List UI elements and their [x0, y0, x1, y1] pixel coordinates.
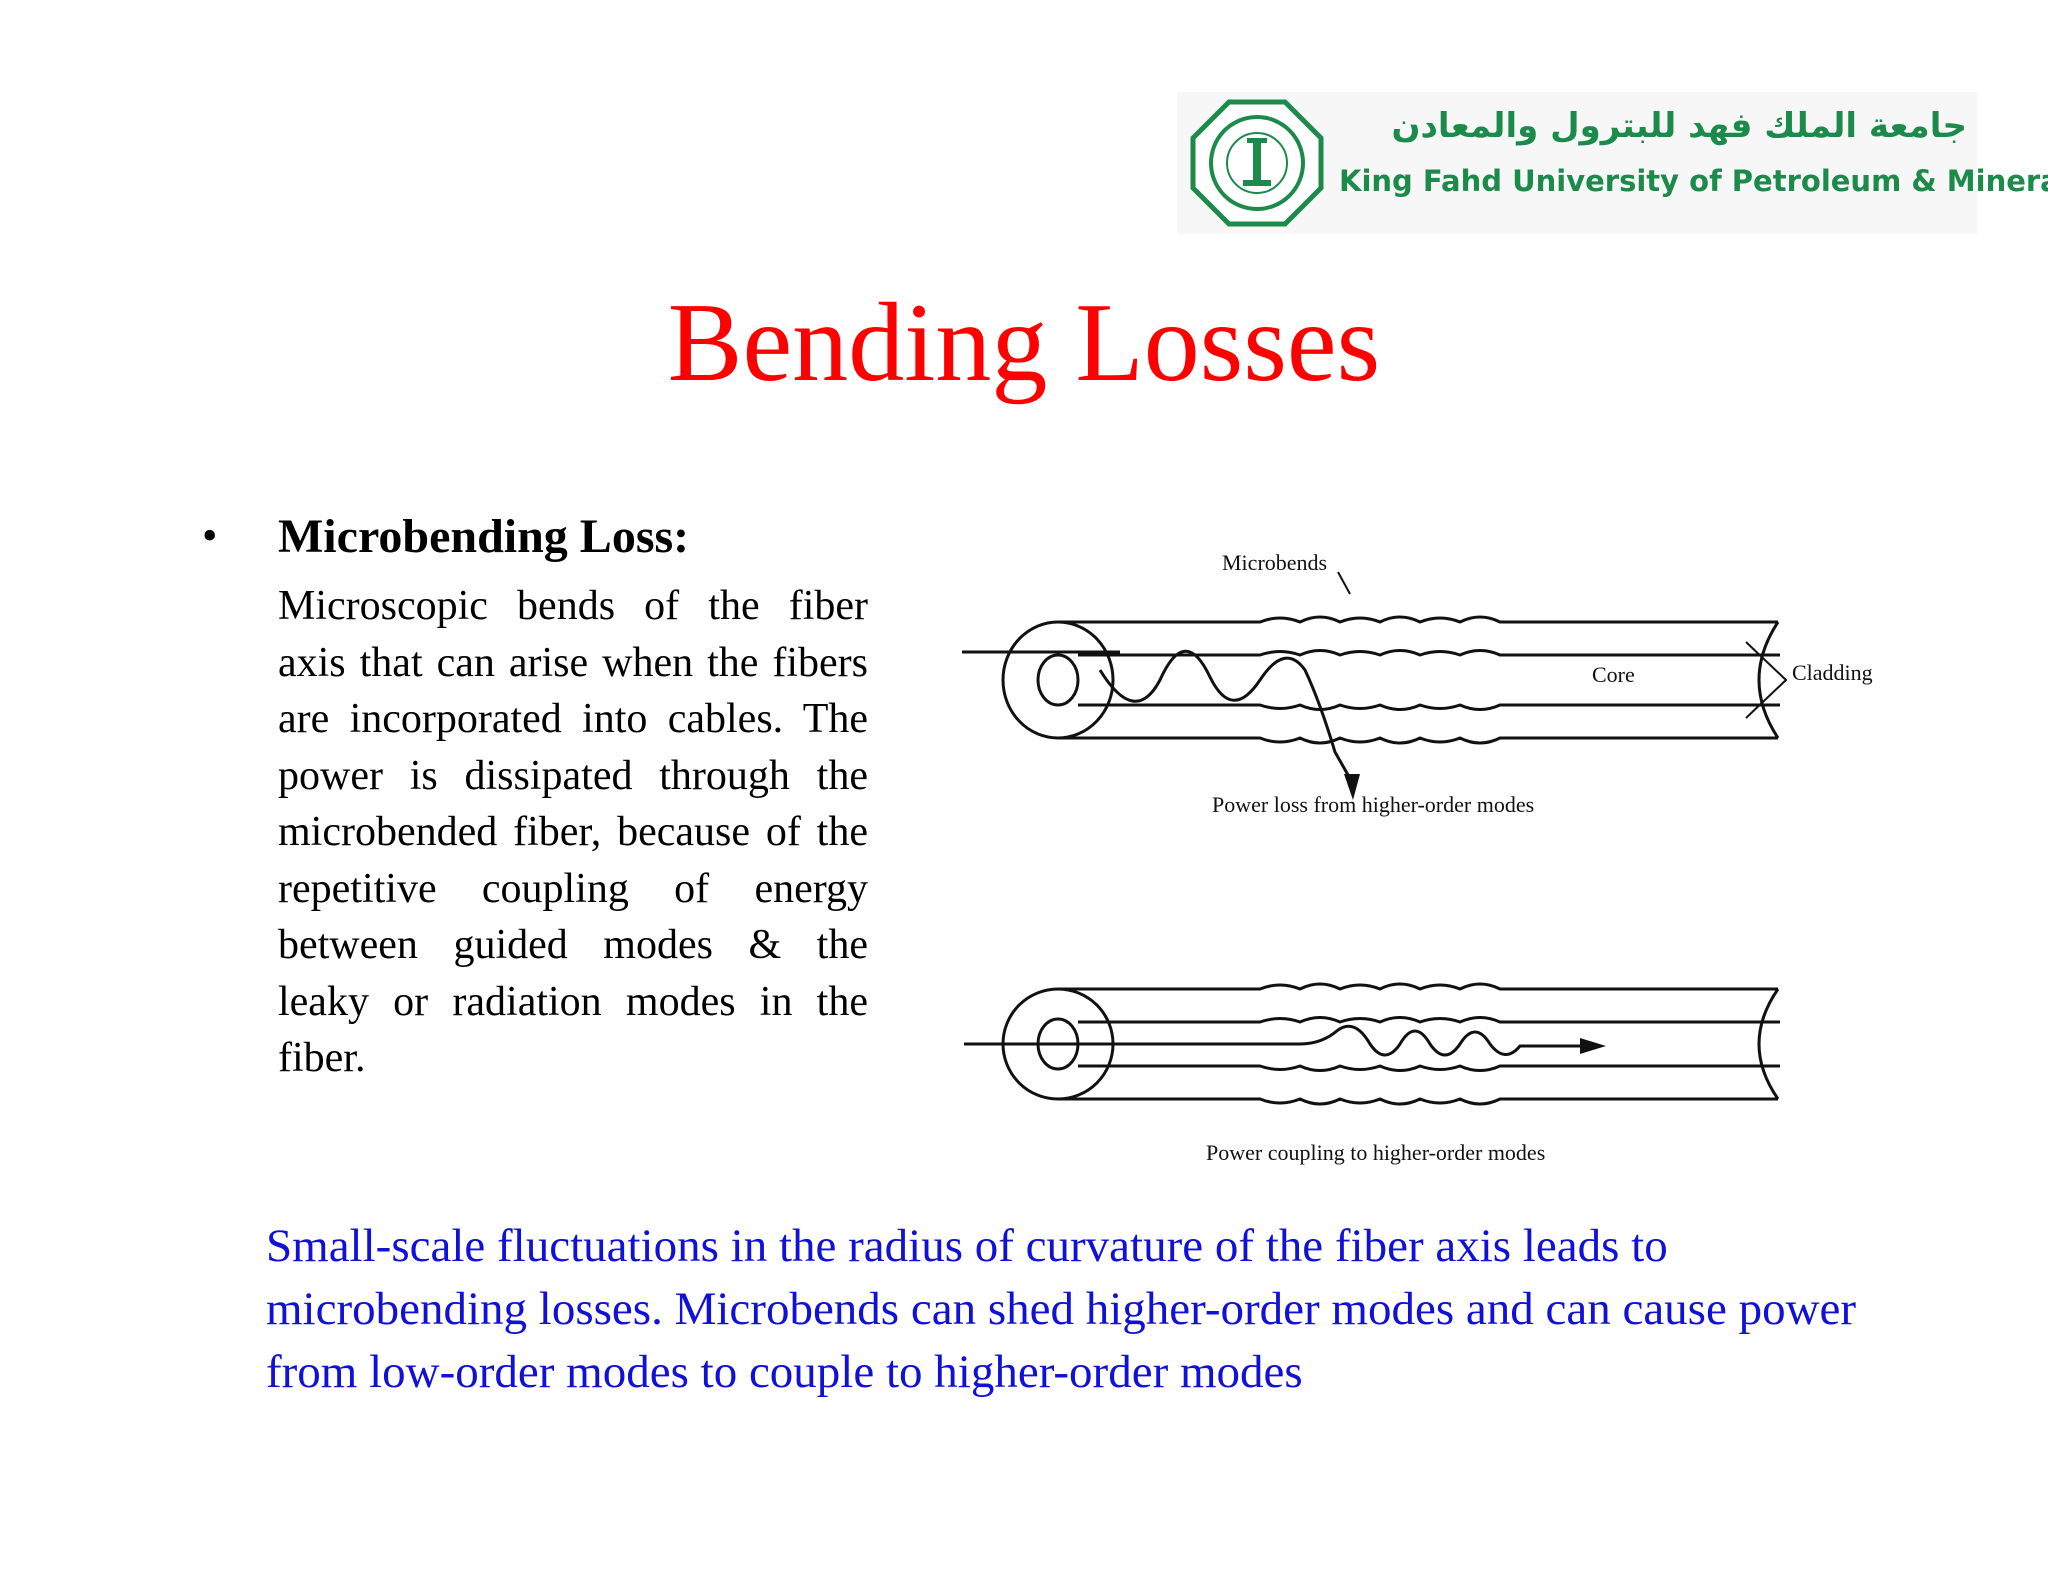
cladding-bottom-edge [1058, 736, 1778, 745]
university-logo: جامعة الملك فهد للبترول والمعادن King Fa… [1177, 92, 2048, 234]
core-bottom-edge [1078, 703, 1780, 711]
core-label: Core [1592, 662, 1635, 687]
summary-paragraph: Small-scale fluctuations in the radius o… [266, 1220, 1857, 1398]
right-end-cap [1757, 988, 1780, 1100]
coupled-ray [964, 1024, 1590, 1057]
loss-arrowhead [1344, 774, 1360, 800]
cladding-label: Cladding [1792, 660, 1873, 685]
bullet-marker: • [202, 511, 218, 560]
microbends-label: Microbends [1222, 552, 1327, 575]
cladding-pointer [1745, 641, 1788, 719]
cladding-bottom-edge [1058, 1097, 1778, 1106]
microbends-pointer [1337, 571, 1351, 595]
top-diagram-caption: Power loss from higher-order modes [1212, 792, 1534, 817]
mode-coupling-diagram: Power coupling to higher-order modes [964, 982, 1780, 1165]
logo-arabic-name: جامعة الملك فهد للبترول والمعادن [1391, 106, 1967, 146]
escaping-ray [1098, 649, 1354, 783]
core-end-ring [1036, 653, 1080, 707]
cladding-top-edge [1058, 615, 1778, 624]
microbend-loss-diagram: Microbends Core Cladding Power loss from… [962, 552, 1873, 817]
core-top-edge [1078, 649, 1780, 657]
bottom-diagram-caption: Power coupling to higher-order modes [1206, 1140, 1545, 1165]
body-paragraph: Microscopic bends of the fiber axis that… [278, 583, 868, 1081]
cladding-end-ring [1001, 620, 1115, 740]
university-seal-icon [1190, 99, 1324, 227]
section-heading: Microbending Loss: [278, 510, 690, 563]
core-bottom-edge [1078, 1064, 1780, 1072]
slide-title: Bending Losses [667, 281, 1381, 405]
right-end-cap [1757, 621, 1780, 739]
cladding-top-edge [1058, 982, 1778, 991]
coupling-arrowhead [1580, 1038, 1606, 1054]
logo-english-name: King Fahd University of Petroleum & Mine… [1339, 164, 2048, 198]
core-top-edge [1078, 1016, 1780, 1024]
